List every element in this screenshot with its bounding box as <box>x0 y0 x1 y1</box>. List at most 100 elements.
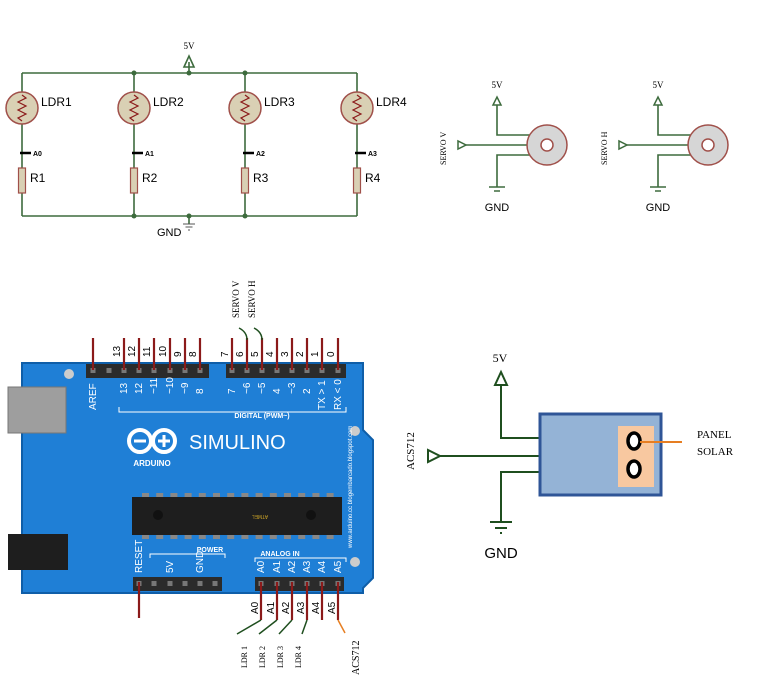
pin-socket <box>182 581 188 586</box>
pin-socket <box>304 368 310 373</box>
ldr-label: LDR1 <box>41 95 72 109</box>
chip-leg <box>255 534 263 539</box>
chip-leg <box>326 534 334 539</box>
chip-leg <box>284 493 291 498</box>
pin-number: 8 <box>188 351 199 357</box>
pin-socket <box>212 581 218 586</box>
pin-socket <box>319 368 325 373</box>
ground-wire <box>496 154 530 187</box>
chip-leg <box>213 493 220 498</box>
board-pin-label: ~9 <box>180 382 191 394</box>
chip-leg <box>198 493 206 498</box>
chip-leg <box>227 493 235 498</box>
analog-label: ANALOG IN <box>260 551 299 558</box>
pin-socket <box>167 368 173 373</box>
pin-number: 11 <box>142 346 153 357</box>
solar-label-line2: SOLAR <box>697 446 734 458</box>
board-pin-label: AREF <box>88 383 99 410</box>
analog-pin-label: A2 <box>287 560 298 573</box>
servo-label: SERVO H <box>600 131 609 165</box>
resistor-label: R2 <box>142 171 158 185</box>
pin-socket <box>335 368 341 373</box>
board-pin-label: ~11 <box>149 377 160 394</box>
resistor-label: R4 <box>365 171 381 185</box>
supply-arrow-icon <box>491 95 503 106</box>
resistor-label: R3 <box>253 171 269 185</box>
brand-name: SIMULINO <box>189 432 286 454</box>
pin-socket <box>229 368 235 373</box>
analog-wire-label: A5 <box>327 601 338 614</box>
pin-socket <box>197 368 203 373</box>
ldr-connection-label: LDR 2 <box>258 646 267 668</box>
servo-ground-label: GND <box>646 202 671 214</box>
board-pin-label: ~5 <box>257 382 268 394</box>
pin-socket <box>121 368 127 373</box>
ldr-signal-wire <box>236 619 262 635</box>
power-pin-label: RESET <box>134 540 145 573</box>
servo-supply-label: 5V <box>653 80 665 90</box>
pin-socket <box>151 581 157 586</box>
sensor-signal-label: ACS712 <box>405 432 417 470</box>
ldr-signal-wire <box>301 619 308 635</box>
servo-label: SERVO V <box>439 132 448 165</box>
analog-pin-label: A3 <box>302 560 313 573</box>
servo-ground-label: GND <box>485 202 510 214</box>
servo-h: 5V GND SERVO H <box>600 80 729 214</box>
sensor-ground-label: GND <box>484 545 518 562</box>
board-pin-label: 2 <box>302 388 313 394</box>
servo-connection-label: SERVO V <box>231 280 241 318</box>
board-pin-label: ~6 <box>242 382 253 394</box>
resistor-symbol <box>17 167 27 194</box>
node-label: A0 <box>33 151 42 158</box>
servo-wire <box>253 327 263 341</box>
digital-label: DIGITAL (PWM~) <box>234 413 289 420</box>
chip-leg <box>298 493 306 498</box>
pin-number: 7 <box>220 351 231 357</box>
supply-label: 5V <box>184 41 196 51</box>
chip-leg <box>241 493 249 498</box>
chip-leg <box>241 534 249 539</box>
pin-number: 4 <box>265 351 276 357</box>
analog-wire-label: A3 <box>296 601 307 614</box>
acs-signal-wire <box>337 619 346 634</box>
analog-pin-label: A0 <box>256 560 267 573</box>
pin-socket <box>244 368 250 373</box>
chip-leg <box>198 534 206 539</box>
chip-leg <box>170 493 178 498</box>
analog-wire-label: A4 <box>311 601 322 614</box>
supply-symbol: 5V <box>182 41 196 76</box>
resistor-zigzag-icon <box>128 94 140 122</box>
pin-header <box>133 577 222 591</box>
board-pin-label: RX < 0 <box>333 379 344 410</box>
ldr-signal-wire <box>278 619 293 635</box>
supply-arrow-icon <box>652 95 664 106</box>
node-label: A3 <box>368 151 377 158</box>
pin-number: 3 <box>280 351 291 357</box>
pin-number: 2 <box>295 351 306 357</box>
site-text: www.arduino.cc blogembarcado.blogspot.co… <box>348 426 354 549</box>
pin-number: 1 <box>310 351 321 357</box>
chip-leg <box>312 534 320 539</box>
pin-socket <box>106 368 112 373</box>
mount-hole <box>64 369 74 379</box>
pin-socket <box>289 368 295 373</box>
resistor-symbol <box>240 167 250 194</box>
chip-leg <box>284 534 291 539</box>
board-pin-label: TX > 1 <box>317 380 328 410</box>
pin-socket <box>151 368 157 373</box>
mount-hole <box>350 426 360 436</box>
pin-socket <box>90 368 96 373</box>
node-label: A2 <box>256 151 265 158</box>
resistor-zigzag-icon <box>239 94 251 122</box>
analog-wire-label: A1 <box>266 601 277 614</box>
pin-header <box>86 364 209 378</box>
analog-pin-label: A5 <box>333 560 344 573</box>
servo-circuits: 5V GND SERVO V 5V GND SERVO H <box>439 80 729 214</box>
board-pin-label: ~10 <box>165 377 176 394</box>
resistor-symbol <box>352 167 362 194</box>
chip-leg <box>255 493 263 498</box>
